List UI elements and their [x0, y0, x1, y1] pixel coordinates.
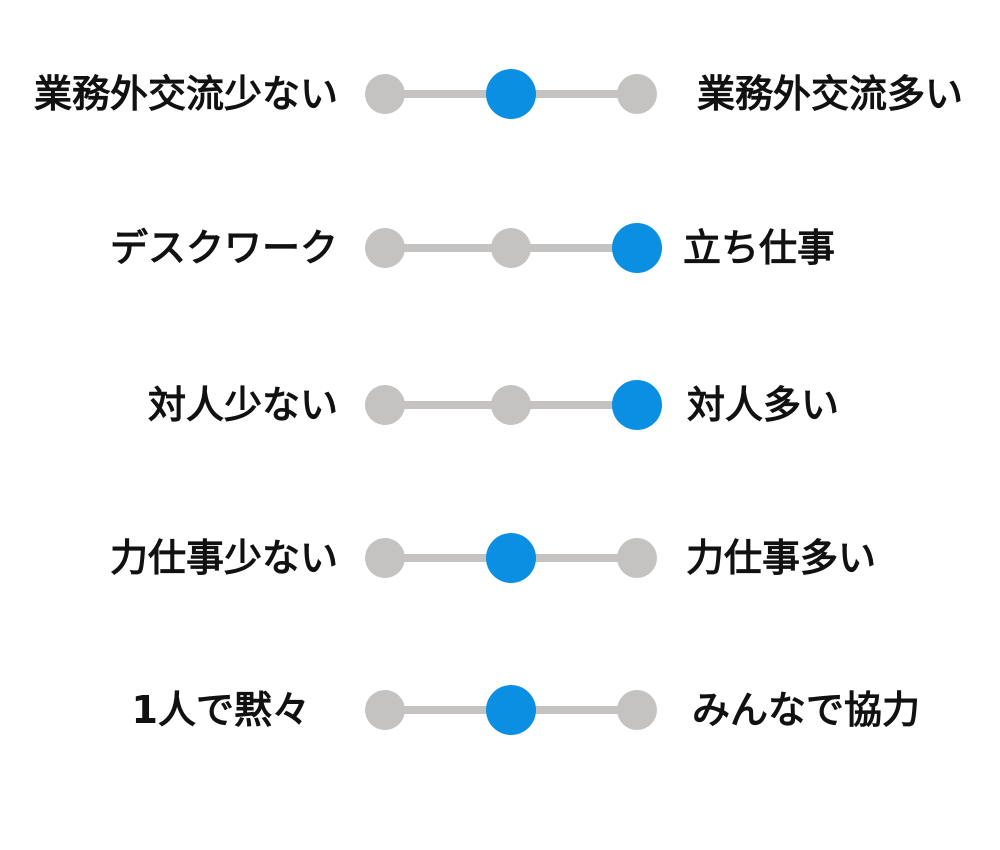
scale-option-dot[interactable]	[365, 74, 405, 114]
scale-row-after-hours-interaction: 業務外交流少ない 業務外交流多い	[0, 64, 1000, 124]
scale-right-label: 対人多い	[687, 383, 840, 427]
scale-left-label: 対人少ない	[147, 383, 338, 427]
scale-row-solo-vs-team: 1人で黙々 みんなで協力	[0, 680, 1000, 740]
scale-row-interpersonal: 対人少ない 対人多い	[0, 375, 1000, 435]
scale-option-dot[interactable]	[486, 69, 536, 119]
scale-option-dot[interactable]	[365, 538, 405, 578]
scale-left-label: 業務外交流少ない	[33, 72, 338, 116]
scale-option-dot[interactable]	[491, 385, 531, 425]
scale-option-dot[interactable]	[612, 223, 662, 273]
scale-right-label: 業務外交流多い	[697, 72, 964, 116]
scale-row-desk-vs-standing: デスクワーク 立ち仕事	[0, 218, 1000, 278]
scale-option-dot[interactable]	[612, 380, 662, 430]
scale-left-label: 力仕事少ない	[109, 536, 338, 580]
scale-option-dot[interactable]	[365, 690, 405, 730]
scale-option-dot[interactable]	[617, 74, 657, 114]
scale-right-label: みんなで協力	[692, 688, 921, 732]
scale-option-dot[interactable]	[365, 385, 405, 425]
scale-left-label: デスクワーク	[109, 226, 338, 270]
scale-option-dot[interactable]	[365, 228, 405, 268]
scale-option-dot[interactable]	[491, 228, 531, 268]
scale-right-label: 立ち仕事	[683, 226, 836, 270]
scale-option-dot[interactable]	[486, 533, 536, 583]
scale-left-label: 1人で黙々	[131, 688, 310, 732]
scale-option-dot[interactable]	[617, 538, 657, 578]
scale-right-label: 力仕事多い	[686, 536, 877, 580]
scale-row-physical-labor: 力仕事少ない 力仕事多い	[0, 528, 1000, 588]
scale-option-dot[interactable]	[617, 690, 657, 730]
scale-option-dot[interactable]	[486, 685, 536, 735]
